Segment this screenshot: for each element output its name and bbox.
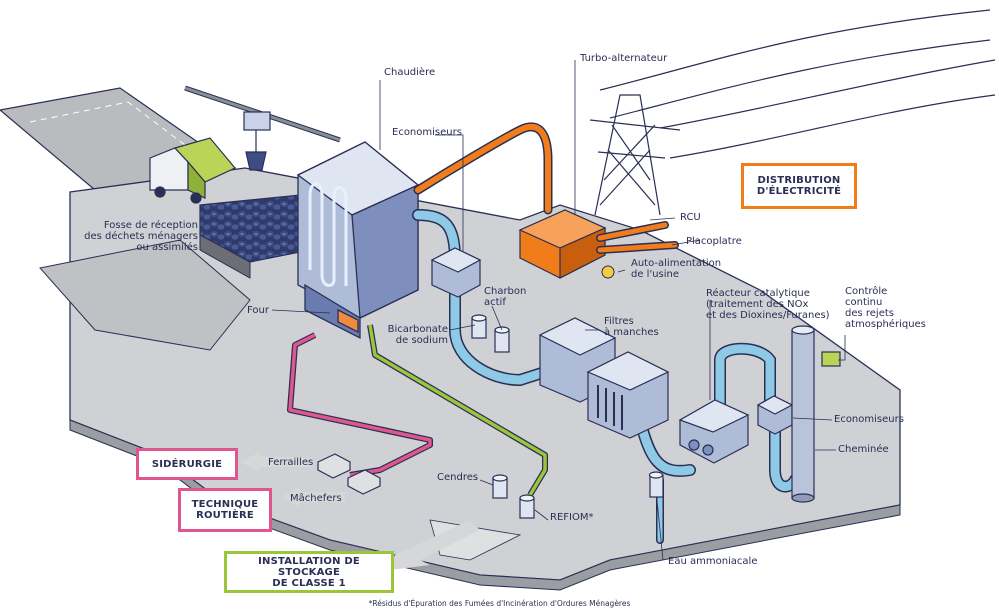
chimney	[791, 325, 841, 503]
catalytic-reactor	[678, 399, 750, 464]
turbo-alternator	[518, 209, 607, 279]
electric-pylon	[589, 9, 996, 216]
steam-pipe	[413, 122, 553, 215]
box-distribution-electricite: DISTRIBUTION D'ÉLECTRICITÉ	[741, 163, 857, 209]
label-economiseurs-right: Economiseurs	[834, 414, 904, 425]
boiler-chaudiere	[296, 141, 420, 340]
label-filtres-line1: Filtres	[604, 316, 634, 327]
label-cheminee: Cheminée	[838, 444, 889, 455]
output-arrows	[240, 452, 480, 570]
label-auto-line1: Auto-alimentation	[631, 258, 722, 269]
box-technique-line1: TECHNIQUE	[191, 499, 259, 510]
label-bicarbonate-line2: de sodium	[395, 335, 448, 346]
label-rcu: RCU	[680, 212, 701, 223]
label-fosse-line2: des déchets ménagers	[84, 231, 198, 242]
label-four: Four	[247, 305, 269, 316]
label-fosse: Fosse de réception des déchets ménagers …	[78, 220, 198, 253]
reagent-silos	[471, 314, 510, 353]
box-installation-line2: DE CLASSE 1	[272, 577, 346, 589]
box-distribution-line1: DISTRIBUTION	[757, 175, 841, 186]
economiser-right	[756, 395, 794, 435]
label-controle-line4: atmosphériques	[845, 319, 926, 330]
label-chaudiere: Chaudière	[384, 67, 436, 78]
label-controle-line1: Contrôle	[845, 286, 888, 297]
box-siderurgie: SIDÉRURGIE	[136, 448, 238, 480]
box-distribution-line2: D'ÉLECTRICITÉ	[756, 186, 842, 197]
label-filtres-line2: à manches	[604, 327, 659, 338]
label-reacteur-line3: et des Dioxines/Furanes)	[706, 310, 830, 321]
label-auto-alimentation: Auto-alimentation de l'usine	[631, 258, 721, 280]
output-pipes	[596, 221, 679, 279]
label-controle-line2: continu	[845, 297, 883, 308]
label-charbon-line2: actif	[484, 297, 506, 308]
label-filtres: Filtres à manches	[604, 316, 659, 338]
label-reacteur-line1: Réacteur catalytique	[706, 288, 810, 299]
label-refiom: REFIOM*	[550, 512, 594, 523]
label-placoplatre: Placoplatre	[686, 236, 742, 247]
label-bicarbonate: Bicarbonate de sodium	[376, 324, 448, 346]
label-economiseurs-top: Economiseurs	[392, 127, 462, 138]
economiser-top	[430, 247, 482, 298]
box-technique-line2: ROUTIÈRE	[196, 510, 254, 521]
leader-lines	[271, 60, 846, 561]
label-fosse-line1: Fosse de réception	[103, 220, 198, 231]
label-reacteur: Réacteur catalytique (traitement des NOx…	[706, 288, 830, 321]
box-installation-line1: INSTALLATION DE STOCKAGE	[258, 555, 360, 578]
bag-filters	[538, 317, 670, 439]
waste-pit	[199, 194, 301, 279]
label-auto-line2: de l'usine	[631, 269, 680, 280]
label-fosse-line3: ou assimilés	[136, 242, 198, 253]
label-bicarbonate-line1: Bicarbonate	[387, 324, 448, 335]
crane	[184, 85, 341, 171]
box-siderurgie-line1: SIDÉRURGIE	[151, 458, 223, 470]
residue-bins	[317, 453, 664, 519]
label-eau-ammoniacale: Eau ammoniacale	[668, 556, 758, 567]
garbage-truck	[149, 137, 236, 204]
box-technique-routiere: TECHNIQUE ROUTIÈRE	[178, 488, 272, 532]
label-charbon: Charbon actif	[484, 286, 526, 308]
label-charbon-line1: Charbon	[484, 286, 527, 297]
label-reacteur-line2: (traitement des NOx	[706, 299, 809, 310]
label-turbo-alternateur: Turbo-alternateur	[580, 53, 668, 64]
label-controle: Contrôle continu des rejets atmosphériqu…	[845, 286, 926, 330]
footnote: *Résidus d'Épuration des Fumées d'Inciné…	[368, 599, 631, 608]
label-cendres: Cendres	[437, 472, 479, 483]
label-ferrailles: Ferrailles	[268, 457, 314, 468]
label-controle-line3: des rejets	[845, 308, 894, 319]
box-installation-stockage: INSTALLATION DE STOCKAGE DE CLASSE 1	[224, 551, 394, 593]
label-machefers: Mâchefers	[290, 493, 342, 504]
